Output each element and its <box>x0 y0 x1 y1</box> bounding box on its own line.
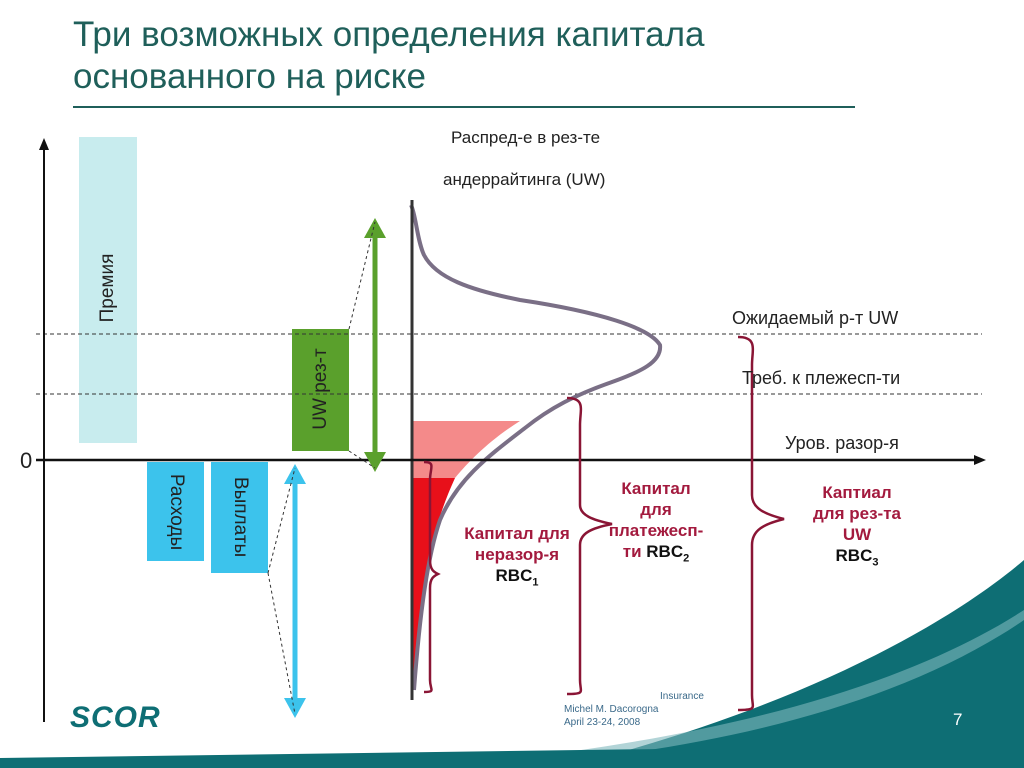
distribution-curve <box>409 204 663 691</box>
background-swoosh-light <box>420 610 1024 768</box>
rbc2-value: RBC2 <box>646 542 690 565</box>
rbc2-line-2: для <box>640 500 672 519</box>
rbc3-line-2: для рез-та <box>813 504 901 523</box>
footer-line-3: April 23-24, 2008 <box>564 717 641 728</box>
page-title: Три возможных определения капитала основ… <box>73 14 873 98</box>
rbc3-bracket <box>737 335 785 712</box>
uw-result-label: UW рез-т <box>310 348 331 430</box>
rbc2-line-4: ти RBC2 <box>622 542 690 565</box>
rbc2-bracket <box>566 396 613 696</box>
rbc1-label: Капитал для неразор-я RBC1 <box>440 523 594 593</box>
uw-result-box <box>292 329 349 451</box>
footer-line-1: Insurance <box>660 691 704 702</box>
title-line-2: основанного на риске <box>73 57 426 96</box>
zero-label: 0 <box>20 448 33 473</box>
solvency-requirement-label: Треб. к плежесп-ти <box>742 368 901 388</box>
premium-box <box>79 137 137 443</box>
rbc2-line-1: Капитал <box>621 479 691 498</box>
page-number: 7 <box>953 710 963 729</box>
expected-uw-label: Ожидаемый р-т UW <box>732 308 899 328</box>
rbc3-label: Каптиал для рез-та UW RBC3 <box>790 482 924 573</box>
rbc1-line-2: неразор-я <box>474 545 560 564</box>
rbc1-bracket <box>423 460 441 694</box>
distribution-label-line-1: Распред-е в рез-те <box>451 128 601 147</box>
rbc1-area <box>412 478 455 680</box>
rbc3-line-3: UW <box>842 525 872 544</box>
payouts-label: Выплаты <box>230 476 251 558</box>
rbc3-line-1: Каптиал <box>822 483 892 502</box>
premium-label: Премия <box>97 253 118 323</box>
ruin-level-label: Уров. разор-я <box>785 433 899 453</box>
rbc3-value: RBC3 <box>835 546 879 569</box>
footer-band <box>0 744 1024 768</box>
scor-logo: SCOR <box>70 701 161 734</box>
title-divider <box>73 106 855 108</box>
rbc1-value: RBC1 <box>495 566 539 589</box>
expenses-box <box>147 462 204 561</box>
background-swoosh <box>560 560 1024 768</box>
rbc1-line-1: Капитал для <box>464 524 570 543</box>
payouts-box <box>211 462 268 573</box>
title-line-1: Три возможных определения капитала <box>73 15 705 54</box>
footer-line-2: Michel M. Dacorogna <box>564 704 659 715</box>
rbc2-label: Капитал для платежесп- ти RBC2 <box>600 478 712 569</box>
footer-info: Insurance Michel M. Dacorogna April 23-2… <box>564 690 704 729</box>
expenses-label: Расходы <box>166 473 187 551</box>
rbc2-area <box>412 421 520 478</box>
rbc2-line-3: платежесп- <box>608 521 704 540</box>
distribution-label-line-2: андеррайтинга (UW) <box>443 170 606 189</box>
